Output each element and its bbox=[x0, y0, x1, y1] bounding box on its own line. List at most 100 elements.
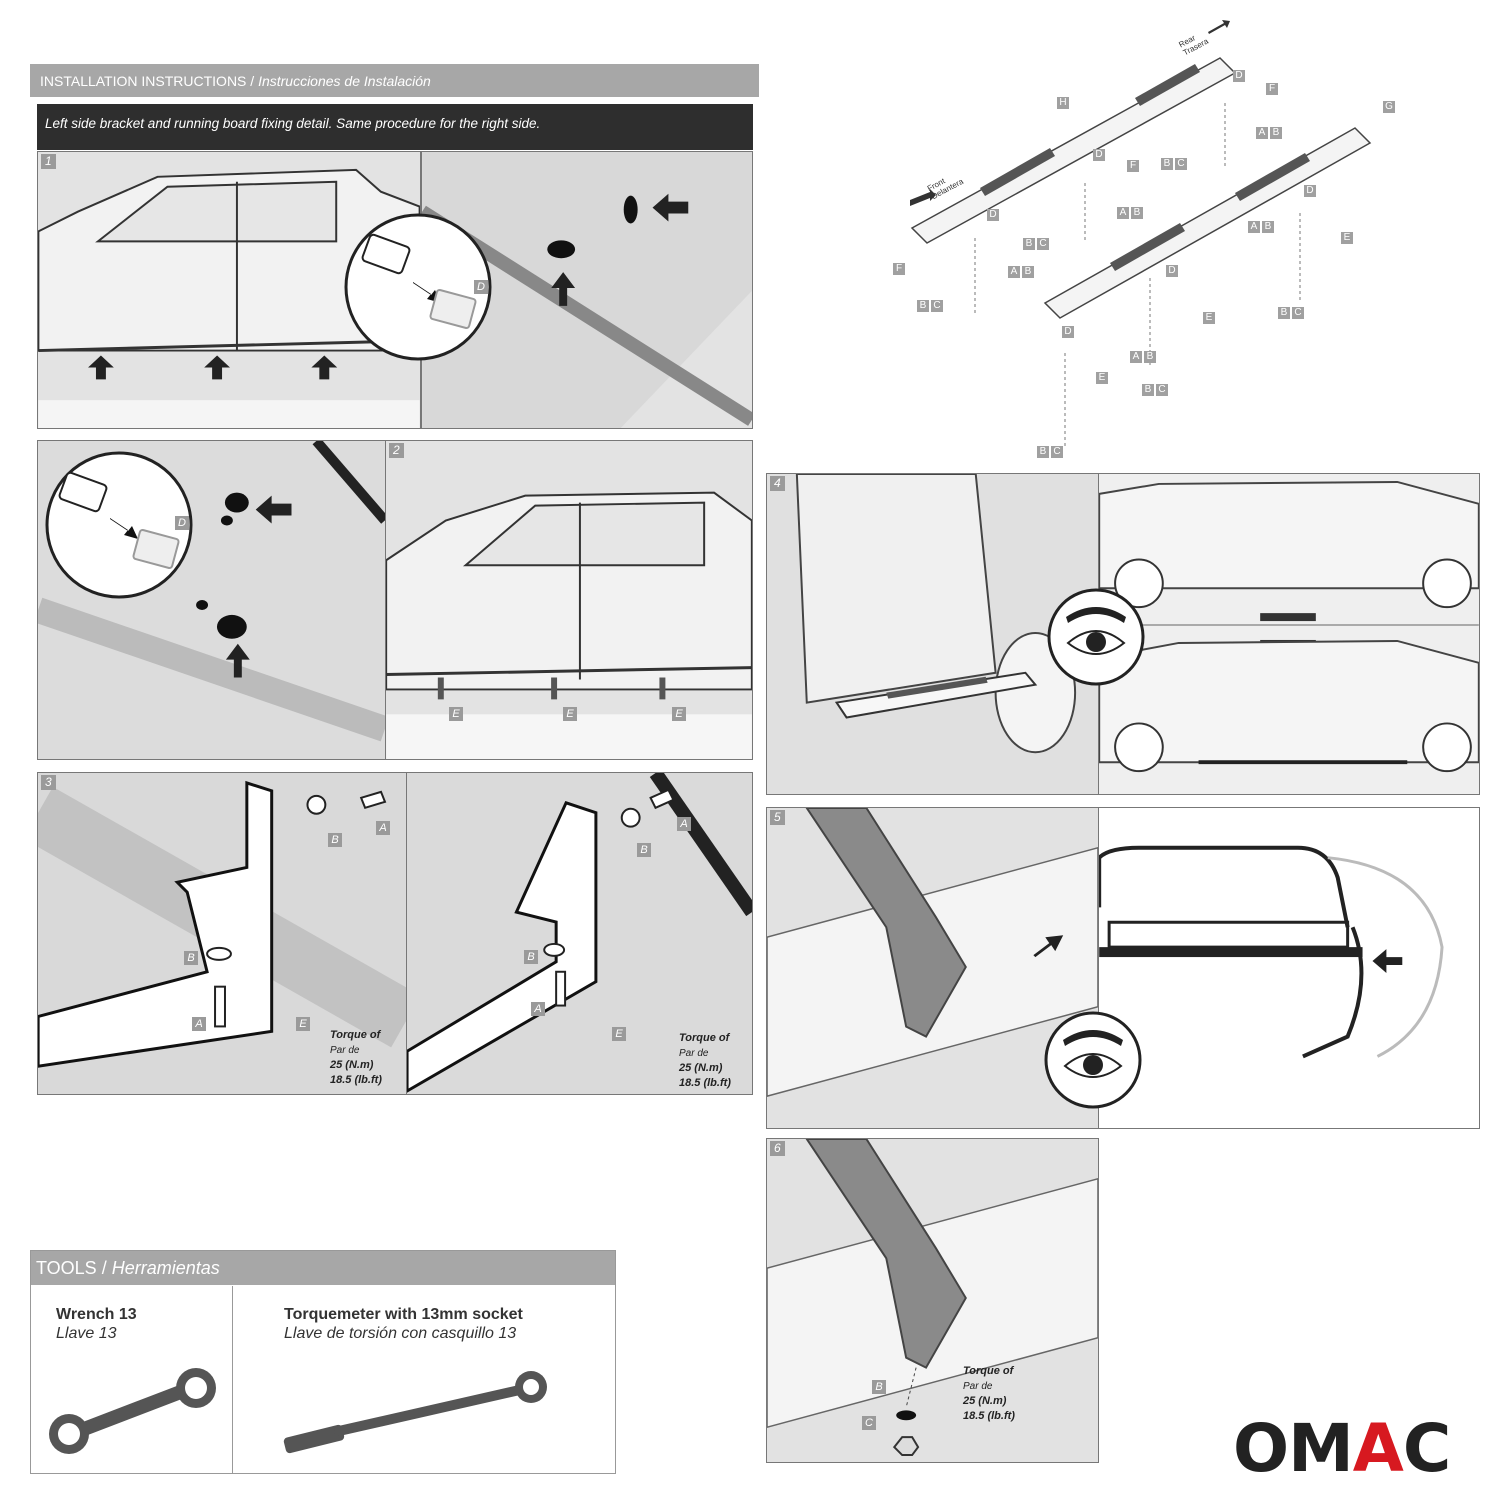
bracket-bolt-illustration-2 bbox=[407, 773, 752, 1094]
tool-torquemeter-name-es: Llave de torsión con casquillo 13 bbox=[284, 1325, 517, 1342]
part-label-e: E bbox=[1341, 232, 1353, 244]
part-label-b: B bbox=[872, 1380, 886, 1394]
torque-label: Torque of bbox=[679, 1032, 730, 1044]
torque-lbft: 18.5 (lb.ft) bbox=[963, 1410, 1015, 1422]
part-label-d: D bbox=[1233, 70, 1245, 82]
step-1-number: 1 bbox=[41, 154, 56, 169]
part-label-e: E bbox=[612, 1027, 626, 1041]
torque-nm: 25 (N.m) bbox=[963, 1395, 1007, 1407]
tools-separator: / bbox=[101, 1258, 107, 1278]
part-label-f: F bbox=[893, 263, 905, 275]
part-label-c: C bbox=[931, 300, 943, 312]
exploded-parts-diagram bbox=[910, 20, 1372, 448]
sill-holes-illustration bbox=[422, 152, 752, 428]
instructions-header: INSTALLATION INSTRUCTIONS / Instruccione… bbox=[30, 64, 759, 97]
part-label-d: D bbox=[987, 209, 999, 221]
part-label-b: B bbox=[1022, 266, 1034, 278]
step3-bracket-panel-2: A B B A E Torque of Par de 25 (N.m) 18.5… bbox=[406, 772, 753, 1095]
part-label-b: B bbox=[524, 950, 538, 964]
part-label-e: E bbox=[449, 707, 463, 721]
part-label-d: D bbox=[1304, 185, 1316, 197]
tool-wrench-name: Wrench 13 bbox=[56, 1306, 137, 1323]
torque-spec: Torque of Par de 25 (N.m) 18.5 (lb.ft) bbox=[963, 1364, 1015, 1424]
tool-wrench-name-es: Llave 13 bbox=[56, 1325, 117, 1342]
part-label-c: C bbox=[1292, 307, 1304, 319]
step-2-number: 2 bbox=[389, 443, 404, 458]
part-label-b: B bbox=[1142, 384, 1154, 396]
step-5-number: 5 bbox=[770, 810, 785, 825]
part-label-b: B bbox=[1278, 307, 1290, 319]
part-label-d: D bbox=[1166, 265, 1178, 277]
eye-inspect-icon bbox=[1047, 588, 1145, 686]
part-label-b: B bbox=[1023, 238, 1035, 250]
part-label-a: A bbox=[1117, 207, 1129, 219]
step5-slide-panel: 5 bbox=[766, 807, 1099, 1129]
step-6-number: 6 bbox=[770, 1141, 785, 1156]
clip-nut-magnifier-2 bbox=[45, 451, 193, 599]
step3-bracket-panel: 3 A B B A E Torque of Par de 25 (N.m) 18… bbox=[37, 772, 407, 1095]
torque-spec: Torque of Par de 25 (N.m) 18.5 (lb.ft) bbox=[679, 1031, 731, 1091]
step6-fasten-panel: 6 B C Torque of Par de 25 (N.m) 18.5 (lb… bbox=[766, 1138, 1099, 1463]
step-3-number: 3 bbox=[41, 775, 56, 790]
torque-lbft: 18.5 (lb.ft) bbox=[330, 1074, 382, 1086]
torque-label: Torque of bbox=[963, 1365, 1014, 1377]
part-label-e: E bbox=[563, 707, 577, 721]
tools-divider bbox=[232, 1286, 233, 1474]
logo-part: OM bbox=[1233, 1410, 1354, 1487]
step4-install-panel: 4 bbox=[766, 473, 1099, 795]
part-label-d: D bbox=[1093, 149, 1105, 161]
part-label-b: B bbox=[1161, 158, 1173, 170]
part-label-a: A bbox=[1248, 221, 1260, 233]
part-label-f: F bbox=[1127, 160, 1139, 172]
part-label-b: B bbox=[1144, 351, 1156, 363]
part-label-b: B bbox=[917, 300, 929, 312]
part-label-c: C bbox=[1051, 446, 1063, 458]
part-label-a: A bbox=[376, 821, 390, 835]
part-label-a: A bbox=[677, 817, 691, 831]
board-profile-cross-section bbox=[1099, 845, 1444, 1059]
part-label-b: B bbox=[637, 843, 651, 857]
part-label-b: B bbox=[1131, 207, 1143, 219]
part-label-e: E bbox=[296, 1017, 310, 1031]
wrench-icon bbox=[49, 1368, 216, 1454]
bracket-fasten-illustration bbox=[767, 1139, 1098, 1462]
truck-brackets-illustration bbox=[386, 491, 752, 759]
part-label-d: D bbox=[1062, 326, 1074, 338]
part-label-a: A bbox=[192, 1017, 206, 1031]
tools-box: Wrench 13 Llave 13 Torquemeter with 13mm… bbox=[30, 1250, 616, 1474]
part-label-e: E bbox=[1096, 372, 1108, 384]
part-label-g: G bbox=[1383, 101, 1395, 113]
step-4-number: 4 bbox=[770, 476, 785, 491]
torque-nm: 25 (N.m) bbox=[330, 1059, 374, 1071]
part-label-b: B bbox=[1262, 221, 1274, 233]
tools-title-es: Herramientas bbox=[111, 1258, 220, 1278]
part-label-f: F bbox=[1266, 83, 1278, 95]
part-label-a: A bbox=[1008, 266, 1020, 278]
eye-inspect-icon bbox=[1044, 1011, 1142, 1109]
clip-nut-magnifier bbox=[344, 213, 492, 361]
part-label-c: C bbox=[1175, 158, 1187, 170]
part-label-d: D bbox=[175, 516, 189, 530]
torque-label-es: Par de bbox=[679, 1048, 709, 1059]
logo-part: C bbox=[1402, 1410, 1451, 1487]
part-label-b: B bbox=[184, 951, 198, 965]
torque-wrench-icon bbox=[283, 1371, 547, 1454]
instructions-subheader: Left side bracket and running board fixi… bbox=[37, 104, 753, 150]
part-label-b: B bbox=[328, 833, 342, 847]
part-label-e: E bbox=[672, 707, 686, 721]
part-label-h: H bbox=[1057, 97, 1069, 109]
part-label-a: A bbox=[531, 1002, 545, 1016]
logo-red-a: A bbox=[1352, 1410, 1404, 1487]
part-label-e: E bbox=[1203, 312, 1215, 324]
part-label-b: B bbox=[1037, 446, 1049, 458]
torque-spec: Torque of Par de 25 (N.m) 18.5 (lb.ft) bbox=[330, 1028, 382, 1088]
part-label-c: C bbox=[1156, 384, 1168, 396]
part-label-a: A bbox=[1130, 351, 1142, 363]
step4-compare-panel bbox=[1098, 473, 1480, 795]
bracket-bolt-illustration bbox=[38, 773, 406, 1094]
tool-torquemeter-name: Torquemeter with 13mm socket bbox=[284, 1306, 523, 1323]
part-label-b: B bbox=[1270, 127, 1282, 139]
instructions-title: INSTALLATION INSTRUCTIONS bbox=[40, 73, 247, 89]
part-label-a: A bbox=[1256, 127, 1268, 139]
instructions-title-es: Instrucciones de Instalación bbox=[258, 73, 431, 89]
